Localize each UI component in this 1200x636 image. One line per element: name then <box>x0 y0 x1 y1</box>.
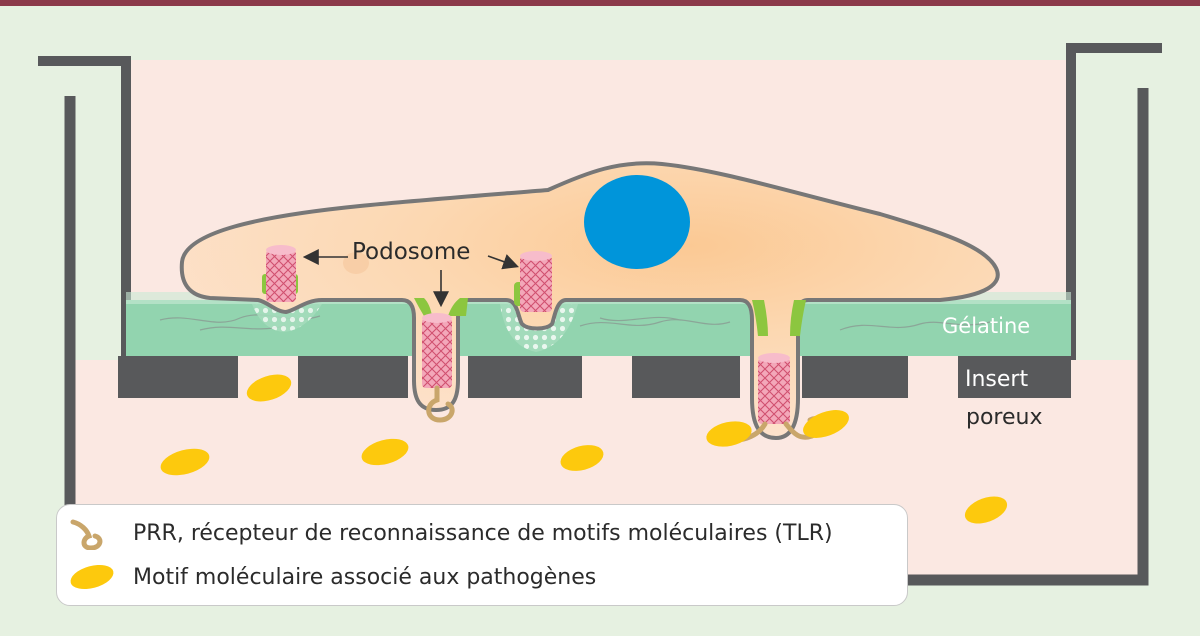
insert-label-line2: poreux <box>966 405 1042 430</box>
legend-box: PRR, récepteur de reconnaissance de moti… <box>56 504 908 606</box>
hook-receptor-icon <box>70 519 103 550</box>
legend-prr-text: PRR, récepteur de reconnaissance de moti… <box>133 520 833 546</box>
podosome-core <box>520 251 552 312</box>
podosome-core <box>758 353 790 424</box>
legend-pamp-text: Motif moléculaire associé aux pathogènes <box>133 564 597 590</box>
gelatine-label: Gélatine <box>942 314 1030 338</box>
top-bar <box>0 0 1200 6</box>
yellow-ellipse-icon <box>70 564 114 590</box>
insert-wall-left <box>38 56 131 360</box>
nucleus <box>584 175 690 269</box>
legend-item-pamp: Motif moléculaire associé aux pathogènes <box>67 559 596 595</box>
legend-item-prr: PRR, récepteur de reconnaissance de moti… <box>67 515 833 551</box>
insert-wall-right <box>1066 43 1162 360</box>
degraded-matrix-area <box>252 304 322 332</box>
insert-label-line1: Insert <box>965 367 1028 392</box>
podosome-core <box>422 313 452 388</box>
pamp-motif <box>160 374 1008 524</box>
podosome-core <box>266 245 296 302</box>
cell-body <box>179 161 1000 441</box>
porous-insert-membrane <box>118 356 1071 398</box>
podosome-arrows <box>302 249 520 308</box>
podosome-label: Podosome <box>352 239 470 265</box>
